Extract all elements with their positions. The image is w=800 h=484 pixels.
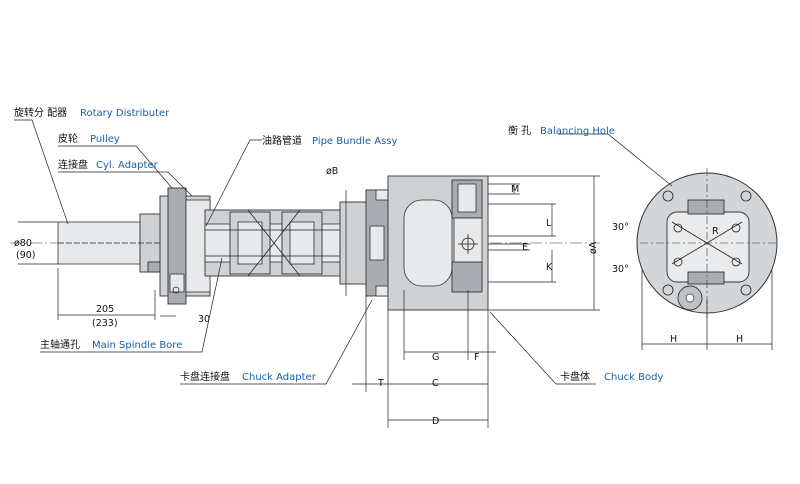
rotary-distributer-en: Rotary Distributer	[80, 108, 170, 119]
rotary-distributer-shaft	[57, 213, 171, 273]
pulley-cn: 皮轮	[58, 132, 78, 145]
chuck-front-view	[636, 168, 778, 318]
dim-angle-2: 30°	[612, 264, 629, 275]
dim-phi80-alt: (90)	[16, 250, 36, 261]
dim-phi80: ø80	[14, 238, 32, 249]
dim-205-alt: (233)	[92, 318, 118, 329]
dim-H-right: H	[736, 334, 743, 345]
chuck-adapter-cn: 卡盘连接盘	[180, 370, 230, 383]
dim-30: 30	[198, 314, 210, 325]
dim-phiA: øA	[588, 241, 599, 254]
dim-H-left: H	[670, 334, 677, 345]
dim-G: G	[432, 352, 439, 363]
main-spindle	[204, 209, 366, 277]
dim-M: M	[511, 184, 519, 195]
dim-L: L	[546, 218, 552, 229]
rotary-distributer-cn: 旋转分 配器	[14, 106, 67, 119]
pulley-en: Pulley	[90, 134, 120, 145]
dim-angle-1: 30°	[612, 222, 629, 233]
cyl-adapter-en: Cyl. Adapter	[96, 160, 159, 171]
dim-T: T	[377, 378, 384, 389]
dim-D: D	[432, 416, 439, 427]
dim-R: R	[712, 226, 719, 237]
dim-205: 205	[96, 304, 114, 315]
balancing-hole-cn: 衡 孔	[508, 125, 531, 137]
dim-C: C	[432, 378, 439, 389]
chuck-body-cn: 卡盘体	[560, 370, 590, 383]
main-spindle-bore-en: Main Spindle Bore	[92, 340, 182, 351]
cyl-adapter-cn: 连接盘	[58, 158, 88, 171]
dim-K: K	[546, 262, 553, 273]
dim-E: E	[522, 242, 528, 253]
cylinder-body	[159, 187, 211, 305]
dim-F: F	[474, 352, 479, 363]
dimension-lines	[14, 119, 773, 428]
chuck-body-en: Chuck Body	[604, 372, 663, 383]
chuck-adapter	[339, 189, 389, 297]
dimension-labels: ø80 (90) 205 (233) 30 øB øA M L E K G F …	[14, 166, 743, 427]
dim-phiB: øB	[326, 166, 338, 177]
pipe-bundle-en: Pipe Bundle Assy	[312, 136, 398, 147]
chuck-adapter-en: Chuck Adapter	[242, 372, 317, 383]
balancing-hole-en: Balancing Hole	[540, 126, 615, 137]
chuck-body	[387, 175, 489, 311]
main-spindle-bore-cn: 主轴通孔	[40, 338, 80, 351]
component-labels: 旋转分 配器 Rotary Distributer 皮轮 Pulley 连接盘 …	[14, 106, 663, 383]
pipe-bundle-cn: 油路管道	[262, 134, 302, 147]
